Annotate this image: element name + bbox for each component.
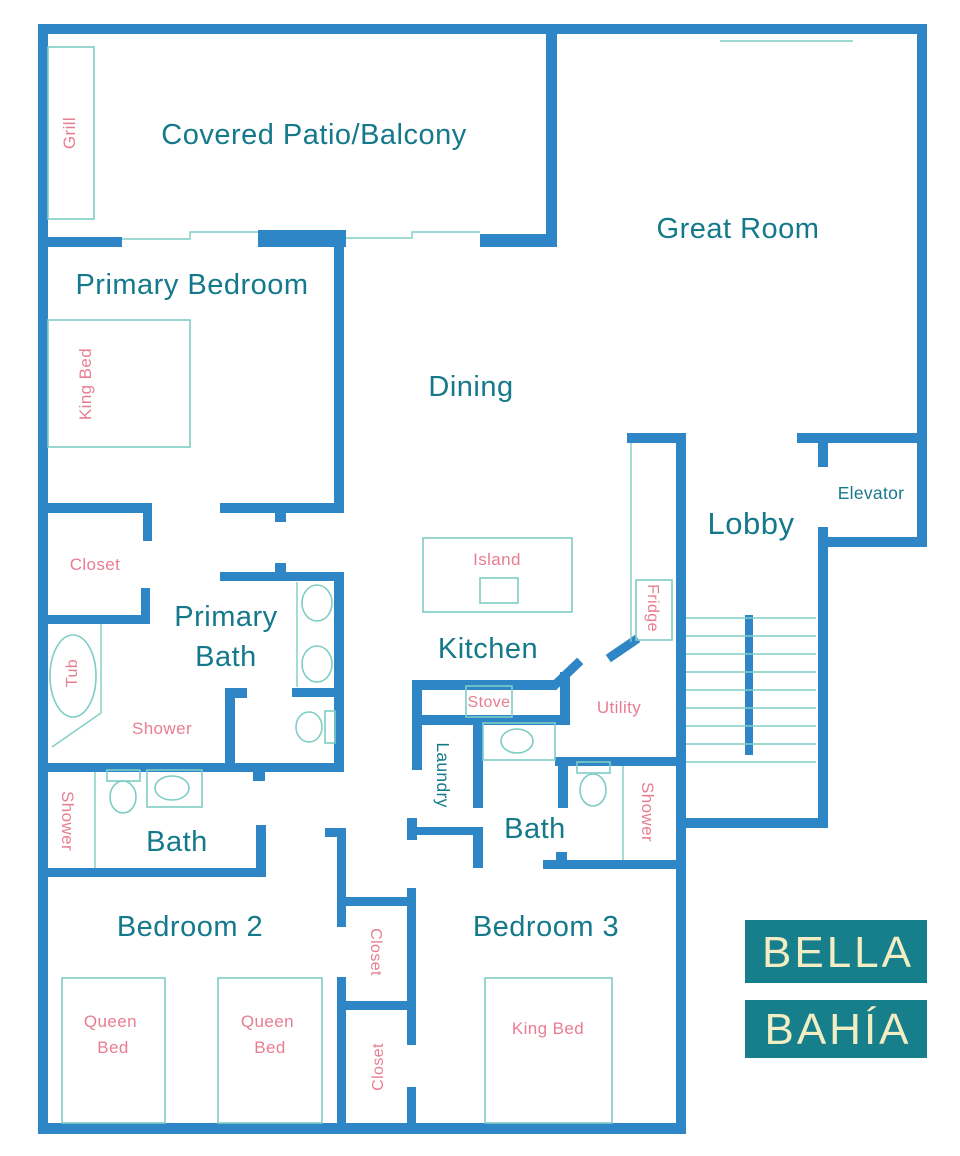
- great-room-label: Great Room: [657, 213, 820, 245]
- shower-left-label: Shower: [58, 791, 77, 851]
- primary-sink-2: [301, 645, 333, 683]
- bath2-toilet-bowl: [109, 780, 137, 814]
- bedroom-3-label: Bedroom 3: [473, 911, 619, 943]
- walls-kitchen-baths: [412, 672, 686, 869]
- bath3-vanity: [482, 722, 556, 761]
- dining-label: Dining: [428, 371, 513, 403]
- kitchen-label: Kitchen: [438, 633, 538, 665]
- shower-primary-label: Shower: [132, 719, 192, 738]
- tub-niche-line: [51, 624, 102, 748]
- king-bed-primary-label: King Bed: [76, 348, 95, 420]
- bath-center-label: Bath: [504, 813, 566, 845]
- patio-window-left: [122, 231, 258, 240]
- stove-label: Stove: [468, 694, 511, 711]
- queen-bed-2-label: Queen Bed: [241, 1012, 299, 1057]
- laundry-label: Laundry: [433, 742, 453, 807]
- grill-outline: [47, 46, 95, 220]
- logo-box-top: [745, 920, 927, 983]
- island-sink: [479, 577, 519, 604]
- primary-bath-label-line1: Primary: [174, 601, 277, 633]
- fridge-label: Fridge: [644, 584, 661, 632]
- queen-bed-1-label: Queen Bed: [84, 1012, 142, 1057]
- queen-bed-2-outline: [217, 977, 323, 1124]
- fridge-outline: [635, 579, 673, 641]
- walls-closets-hall: [325, 818, 483, 1130]
- bath3-toilet-tank: [576, 761, 611, 774]
- primary-toilet-bowl: [295, 711, 323, 743]
- bath2-vanity: [146, 769, 203, 808]
- bath-left-label: Bath: [146, 826, 208, 858]
- patio-window-right: [346, 231, 480, 239]
- logo-text-top: BELLA: [762, 928, 914, 977]
- kitchen-door-wall: [549, 657, 584, 691]
- primary-bath-label-line2: Bath: [195, 641, 257, 673]
- utility-label: Utility: [597, 698, 641, 717]
- primary-bedroom-label: Primary Bedroom: [75, 269, 308, 301]
- logo-box-bottom: [745, 1000, 927, 1058]
- patio-label: Covered Patio/Balcony: [161, 119, 467, 151]
- closet-primary-label: Closet: [70, 555, 121, 574]
- stair-treads: [686, 617, 816, 763]
- closet-upper-label: Closet: [367, 928, 384, 976]
- shower-right-label: Shower: [638, 782, 657, 842]
- utility-door-wall: [605, 634, 641, 663]
- king-bed-3-outline: [484, 977, 613, 1124]
- elevator-label: Elevator: [838, 483, 905, 503]
- king-bed-3-label: King Bed: [512, 1019, 584, 1038]
- closet-lower-label: Closet: [370, 1043, 387, 1091]
- kitchen-island-outline: [422, 537, 573, 613]
- queen-bed-1-outline: [61, 977, 166, 1124]
- island-label: Island: [473, 550, 521, 569]
- king-bed-primary-outline: [47, 319, 191, 448]
- logo-text-bottom: BAHÍA: [764, 1005, 911, 1054]
- tub-outline: [49, 634, 97, 718]
- grill-label: Grill: [60, 117, 79, 149]
- bath3-toilet-bowl: [579, 773, 607, 807]
- tub-label: Tub: [64, 659, 81, 687]
- primary-toilet-tank: [324, 710, 336, 744]
- bath3-sink: [500, 728, 534, 754]
- bath2-sink: [154, 775, 190, 801]
- primary-sink-1: [301, 584, 333, 622]
- lobby-label: Lobby: [708, 506, 795, 541]
- stove-outline: [465, 685, 513, 718]
- bedroom-2-label: Bedroom 2: [117, 911, 263, 943]
